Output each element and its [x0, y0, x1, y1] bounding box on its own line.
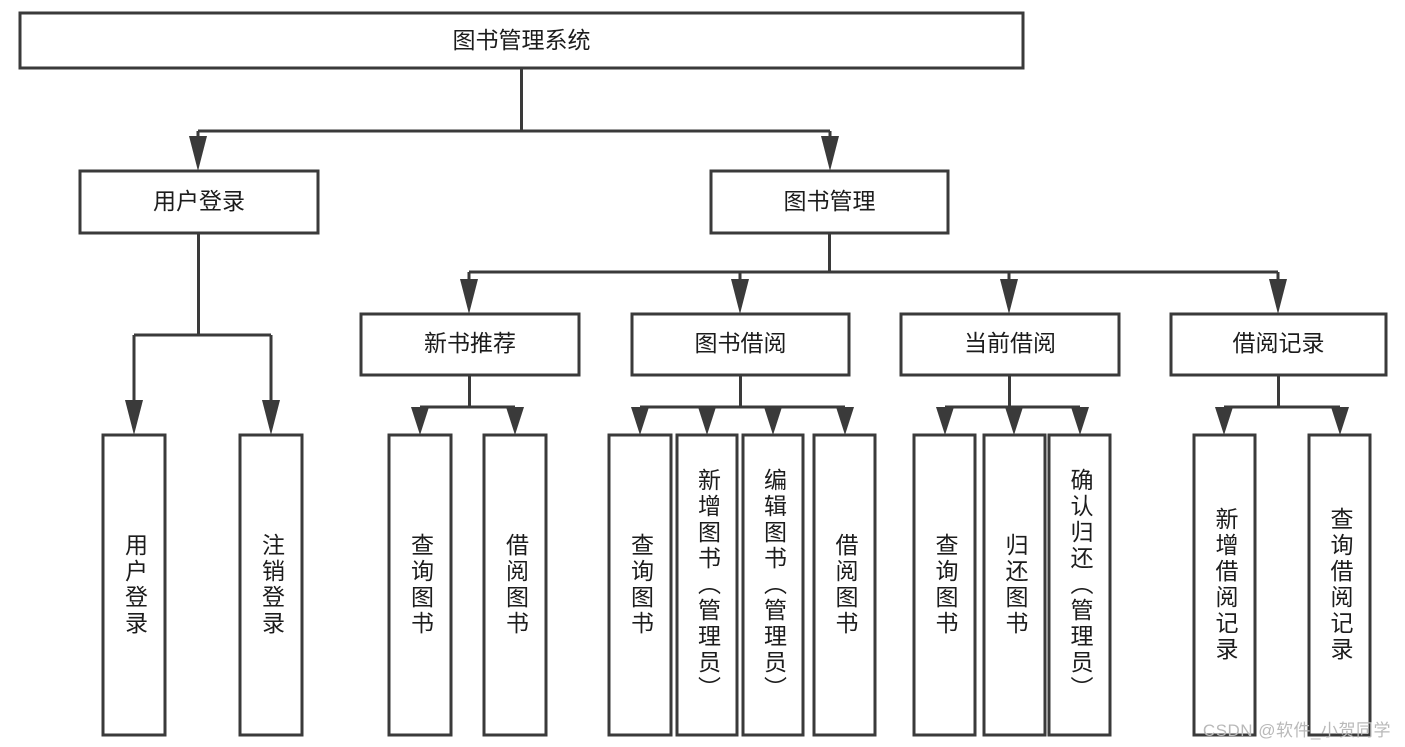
- arrow-to-current-borrow: [1000, 279, 1018, 314]
- node-new-book-recommend-box[interactable]: [359, 312, 581, 377]
- arrow-cb-leaf-1: [936, 407, 954, 435]
- arrow-to-leaf-user-login: [125, 400, 143, 435]
- horizontal-label-layer: 图书管理系统 用户登录 图书管理 新书推荐 图书借阅 当前借阅 借阅记录: [153, 27, 1325, 356]
- node-user-login-label: 用户登录: [153, 188, 245, 214]
- leaf-box-add-borrow-record[interactable]: [1192, 433, 1257, 737]
- connector-layer: [125, 68, 1349, 435]
- node-current-borrow-label: 当前借阅: [964, 330, 1056, 356]
- leaf-box-query-book-1[interactable]: [387, 433, 453, 737]
- arrow-bb-leaf-4: [836, 407, 854, 435]
- leaf-box-confirm-return-admin[interactable]: [1047, 433, 1112, 737]
- arrow-bb-leaf-2: [698, 407, 716, 435]
- arrow-nbr-leaf-1: [411, 407, 429, 435]
- leaf-box-logout[interactable]: [238, 433, 304, 737]
- leaf-box-query-book-3[interactable]: [912, 433, 977, 737]
- node-current-borrow-box[interactable]: [899, 312, 1121, 377]
- leaf-box-query-book-2[interactable]: [607, 433, 673, 737]
- leaf-box-query-borrow-record[interactable]: [1307, 433, 1372, 737]
- arrow-to-new-book-rec: [460, 279, 478, 314]
- arrow-to-borrow-record: [1269, 279, 1287, 314]
- node-book-management-label: 图书管理: [784, 188, 876, 214]
- node-new-book-recommend-label: 新书推荐: [424, 330, 516, 356]
- leaf-box-return-book[interactable]: [982, 433, 1047, 737]
- leaf-box-edit-book-admin[interactable]: [741, 433, 805, 737]
- node-book-borrow-label: 图书借阅: [695, 330, 787, 356]
- arrow-bb-leaf-1: [631, 407, 649, 435]
- node-borrow-record-label: 借阅记录: [1233, 330, 1325, 356]
- arrow-cb-leaf-3: [1071, 407, 1089, 435]
- arrow-br-leaf-2: [1331, 407, 1349, 435]
- node-box-layer: [18, 11, 1388, 737]
- arrow-cb-leaf-2: [1005, 407, 1023, 435]
- node-book-borrow-box[interactable]: [630, 312, 851, 377]
- arrow-nbr-leaf-2: [506, 407, 524, 435]
- leaf-box-add-book-admin[interactable]: [675, 433, 739, 737]
- arrow-to-user-login: [189, 136, 207, 171]
- node-root-label: 图书管理系统: [453, 27, 591, 53]
- arrow-br-leaf-1: [1215, 407, 1233, 435]
- csdn-watermark: CSDN @软件_小贺同学: [1202, 721, 1391, 740]
- node-user-login-box[interactable]: [78, 169, 320, 235]
- leaf-box-borrow-book-1[interactable]: [482, 433, 548, 737]
- node-book-management-box[interactable]: [709, 169, 950, 235]
- arrow-to-book-management: [821, 136, 839, 171]
- arrow-to-book-borrow: [731, 279, 749, 314]
- leaf-box-borrow-book-2[interactable]: [812, 433, 877, 737]
- arrow-bb-leaf-3: [764, 407, 782, 435]
- arrow-to-leaf-logout: [262, 400, 280, 435]
- node-root-box[interactable]: [18, 11, 1025, 70]
- leaf-box-user-login[interactable]: [101, 433, 167, 737]
- node-borrow-record-box[interactable]: [1169, 312, 1388, 377]
